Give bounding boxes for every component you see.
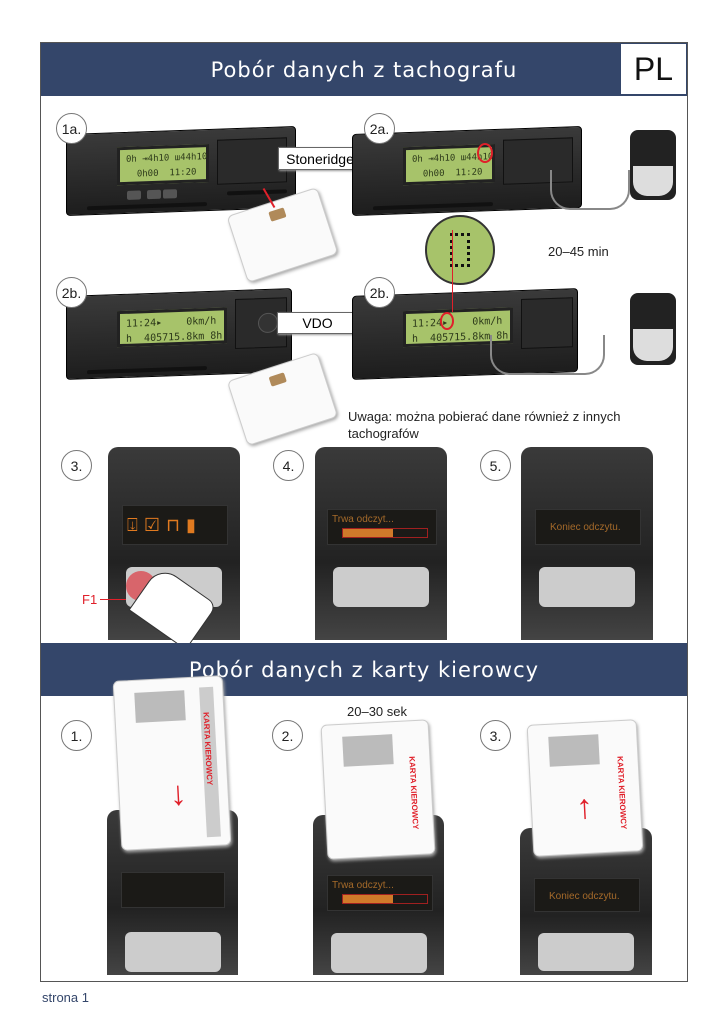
tachograph-stoneridge: 0h ⇥4h10 ш44h10 0h00 11:20 [66,125,296,217]
page-number: strona 1 [42,990,89,1005]
duration-label: 20–30 sek [347,704,407,719]
lcd-display: 0h ⇥4h10 ш44h10 0h00 11:20 [117,144,209,186]
step-label: 1. [61,720,92,751]
reader-screen [121,872,225,908]
label-stoneridge: Stoneridge [278,147,362,170]
card-photo [548,734,600,767]
done-status: Koniec odczytu. [550,522,621,533]
download-cable [550,170,630,210]
section-header-tachograph: Pobór danych z tachografu [41,43,687,96]
reader-screen: Trwa odczyt... [327,509,437,545]
card-slot [87,366,207,375]
download-key-device [630,130,676,200]
step-label: 5. [480,450,511,481]
done-status: Koniec odczytu. [549,891,620,902]
progress-bar [342,894,428,904]
card-label: KARTA KIEROWCY [615,755,629,830]
duration-label: 20–45 min [548,244,609,259]
reader-screen: Trwa odczyt... [327,875,433,911]
reader-screen: Koniec odczytu. [535,509,641,545]
reader-keypad [538,933,634,971]
card-reader: Koniec odczytu. [521,447,653,640]
connector-line [452,230,453,312]
note-text: Uwaga: można pobierać dane również z inn… [348,409,621,441]
highlight-circle [440,312,454,330]
reader-keypad [333,567,429,607]
step-label: 2a. [364,113,395,144]
lcd-display: 11:24▸ 0km/h h 405715.8km 8h [117,307,227,348]
step-label: 3. [480,720,511,751]
up-button-icon [147,189,161,200]
reader-screen: Koniec odczytu. [534,878,640,912]
driver-card: KARTA KIEROWCY ↓ [112,675,232,851]
progress-fill [343,529,394,537]
download-key-device [630,293,676,365]
card-reader: Trwa odczyt... [315,447,447,640]
section-title: Pobór danych z karty kierowcy [188,657,540,682]
card-photo [342,734,394,767]
arrow-down-icon: ↓ [168,774,188,814]
card-chip [268,207,287,222]
card-photo [134,690,186,723]
page-frame [40,42,688,982]
card-slot [373,202,493,211]
step-label: 1a. [56,113,87,144]
card-label: KARTA KIEROWCY [407,755,421,830]
progress-bar [342,528,428,538]
download-indicator-zoom [425,215,495,285]
back-button-icon [127,190,141,200]
device-face [633,166,673,196]
driver-card: KARTA KIEROWCY ↑ [526,719,644,857]
reader-keypad [539,567,635,607]
f1-label: F1 [82,592,98,607]
down-button-icon [163,189,177,199]
step-label: 2. [272,720,303,751]
card-slot [227,189,287,196]
step-label: 3. [61,450,92,481]
f1-pointer [100,599,126,600]
tachograph-vdo: 11:24▸ 0km/h h 405715.8km 8h [66,288,292,380]
eject-knob [258,312,278,334]
battery-icon: ▮ [186,514,196,535]
card-icon: ⊓ [165,514,180,535]
printer-drawer [217,137,287,185]
check-icon: ☑ [143,514,160,535]
step-label: 4. [273,450,304,481]
step-label: 2b. [56,277,87,308]
section-title: Pobór danych z tachografu [210,57,518,82]
section-header-driver-card: Pobór danych z karty kierowcy [41,643,687,696]
card-chip [268,372,287,387]
language-badge: PL [621,44,686,94]
reader-screen-menu: ⍗☑⊓ ▮ [122,505,228,545]
reader-keypad [125,932,221,972]
arrow-up-icon: ↑ [575,787,594,827]
battery-icon [450,233,470,267]
card-slot [87,202,207,211]
reader-keypad [331,933,427,973]
download-icon: ⍗ [127,514,138,535]
reading-status: Trwa odczyt... [332,514,394,525]
step-label: 2b. [364,277,395,308]
label-vdo: VDO [277,312,358,334]
device-face [633,329,673,361]
download-cable [490,335,605,375]
driver-card: KARTA KIEROWCY [320,719,436,860]
progress-fill [343,895,394,903]
highlight-circle [477,143,493,163]
reading-status: Trwa odczyt... [332,880,394,891]
